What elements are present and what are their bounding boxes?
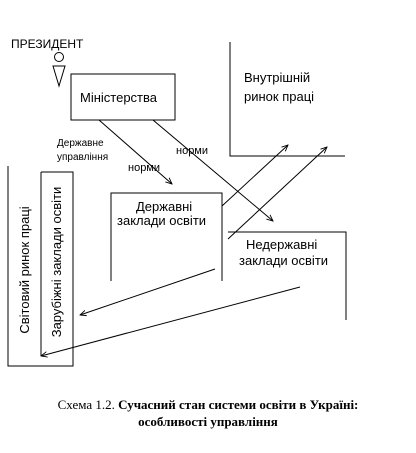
state-management-label-line1: Державне — [57, 138, 104, 149]
arrow-state-to-foreign — [80, 268, 216, 315]
caption-prefix: Схема 1.2. — [57, 397, 115, 412]
world-market-label: Світовий ринок праці — [17, 206, 32, 333]
president-label: ПРЕЗИДЕНТ — [11, 37, 84, 51]
arrow-ministry-to-state — [98, 119, 172, 184]
caption-title-line1: Сучасний стан системи освіти в Україні: — [118, 397, 359, 412]
arrow-ministry-to-private — [152, 119, 273, 221]
ministry-box — [70, 73, 176, 121]
private-institutions-frame — [228, 231, 347, 320]
figure-caption: Схема 1.2. Сучасний стан системи освіти … — [0, 396, 416, 430]
arrow-state-to-internal-market — [221, 145, 288, 207]
internal-market-label-line1: Внутрішній — [244, 70, 310, 85]
arrow-private-to-internal-market — [227, 147, 327, 240]
internal-market-frame — [229, 42, 345, 157]
state-institutions-frame — [110, 192, 223, 281]
private-institutions-label-line2: заклади освіти — [239, 253, 328, 268]
private-institutions-label-line1: Недержавні — [246, 237, 317, 252]
norms-label-right: норми — [176, 145, 208, 157]
norms-label-left: норми — [128, 162, 160, 174]
state-management-label-line2: управління — [57, 152, 108, 163]
world-market-frame — [7, 166, 74, 367]
internal-market-label-line2: ринок праці — [244, 89, 314, 104]
president-circle — [54, 52, 64, 62]
arrow-private-to-world — [41, 286, 301, 356]
state-institutions-label-line1: Державні — [136, 199, 192, 214]
ministry-label: Міністерства — [80, 90, 158, 105]
foreign-institutions-label: Зарубіжні заклади освіти — [49, 187, 64, 338]
president-triangle — [52, 65, 66, 88]
caption-title-line2: особливості управління — [138, 414, 278, 429]
state-institutions-label-line2: заклади освіти — [117, 213, 206, 228]
